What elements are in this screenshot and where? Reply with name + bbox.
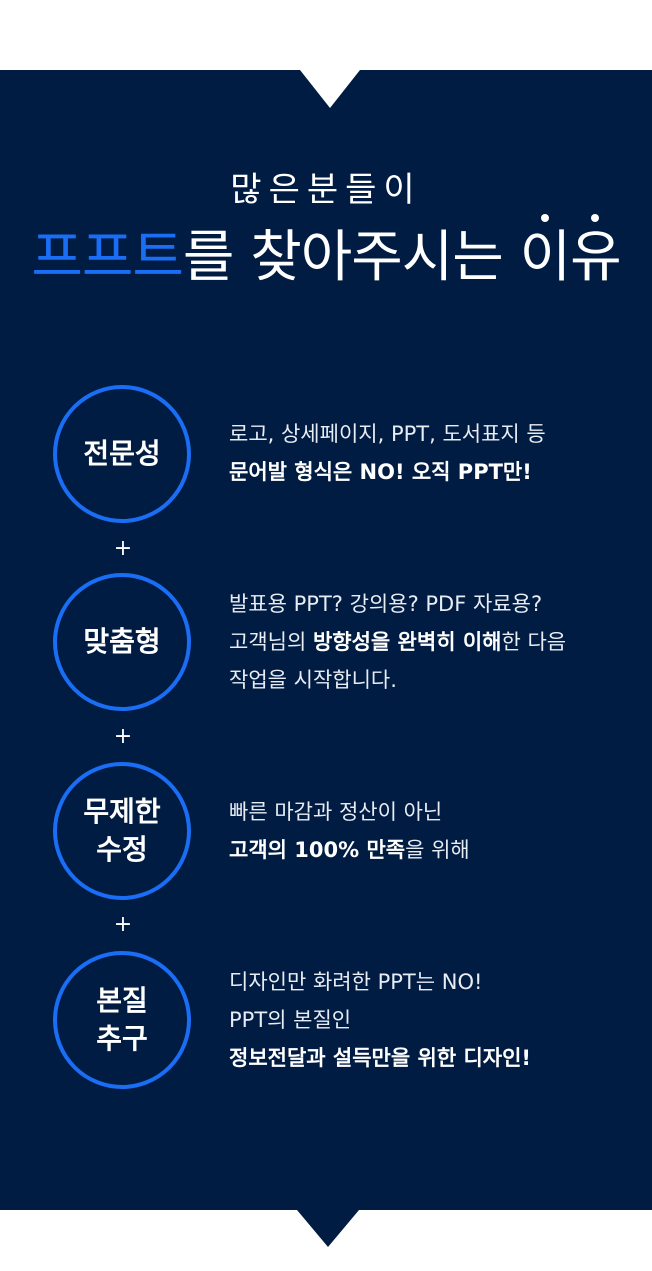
description-emphasis: 고객의 100% 만족 <box>229 838 406 862</box>
description-line: 발표용 PPT? 강의용? PDF 자료용? <box>229 592 543 616</box>
description-line: 문어발 형식은 NO! 오직 PPT만! <box>229 453 546 491</box>
feature-badge-unlimited-revisions: 무제한 수정 <box>53 762 191 900</box>
title-text: 를 찾아주시는 <box>182 225 520 290</box>
title-emphasis-1: 이 <box>520 214 571 294</box>
description-line: 고객의 100% 만족을 위해 <box>229 831 470 869</box>
description-line: PPT의 본질인 <box>229 1008 352 1032</box>
feature-badge-customized: 맞춤형 <box>53 573 191 711</box>
plus-connector-icon: + <box>113 536 133 561</box>
description-text: 고객님의 <box>229 630 313 654</box>
top-arrow-notch-icon <box>300 70 360 108</box>
section-title: 프프트를 찾아주시는 이유 <box>0 214 652 294</box>
plus-connector-icon: + <box>113 912 133 937</box>
feature-badge-expertise: 전문성 <box>53 385 191 523</box>
description-emphasis: 문어발 형식은 NO! 오직 PPT만! <box>229 460 532 484</box>
description-line: 빠른 마감과 정산이 아닌 <box>229 800 443 824</box>
title-emphasis-2: 유 <box>570 214 622 294</box>
description-line: 로고, 상세페이지, PPT, 도서표지 등 <box>229 422 546 446</box>
section-subtitle: 많은분들이 <box>230 170 422 210</box>
description-emphasis: 정보전달과 설득만을 위한 디자인! <box>229 1046 531 1070</box>
description-line: 정보전달과 설득만을 위한 디자인! <box>229 1039 531 1077</box>
description-line: 작업을 시작합니다. <box>229 668 397 692</box>
description-line: 디자인만 화려한 PPT는 NO! <box>229 970 483 994</box>
brand-name: 프프트 <box>31 225 184 290</box>
description-emphasis: 방향성을 완벽히 이해 <box>312 630 502 654</box>
feature-description-expertise: 로고, 상세페이지, PPT, 도서표지 등 문어발 형식은 NO! 오직 PP… <box>229 415 546 491</box>
bottom-arrow-notch-icon <box>297 1210 359 1247</box>
description-text: 한 다음 <box>501 630 567 654</box>
feature-badge-essence: 본질 추구 <box>53 951 191 1089</box>
plus-connector-icon: + <box>113 724 133 749</box>
feature-description-essence: 디자인만 화려한 PPT는 NO! PPT의 본질인 정보전달과 설득만을 위한… <box>229 963 531 1077</box>
description-text: 을 위해 <box>405 838 470 862</box>
feature-description-customized: 발표용 PPT? 강의용? PDF 자료용? 고객님의 방향성을 완벽히 이해한… <box>229 585 566 699</box>
description-line: 고객님의 방향성을 완벽히 이해한 다음 <box>229 623 566 661</box>
feature-description-unlimited-revisions: 빠른 마감과 정산이 아닌 고객의 100% 만족을 위해 <box>229 793 470 869</box>
